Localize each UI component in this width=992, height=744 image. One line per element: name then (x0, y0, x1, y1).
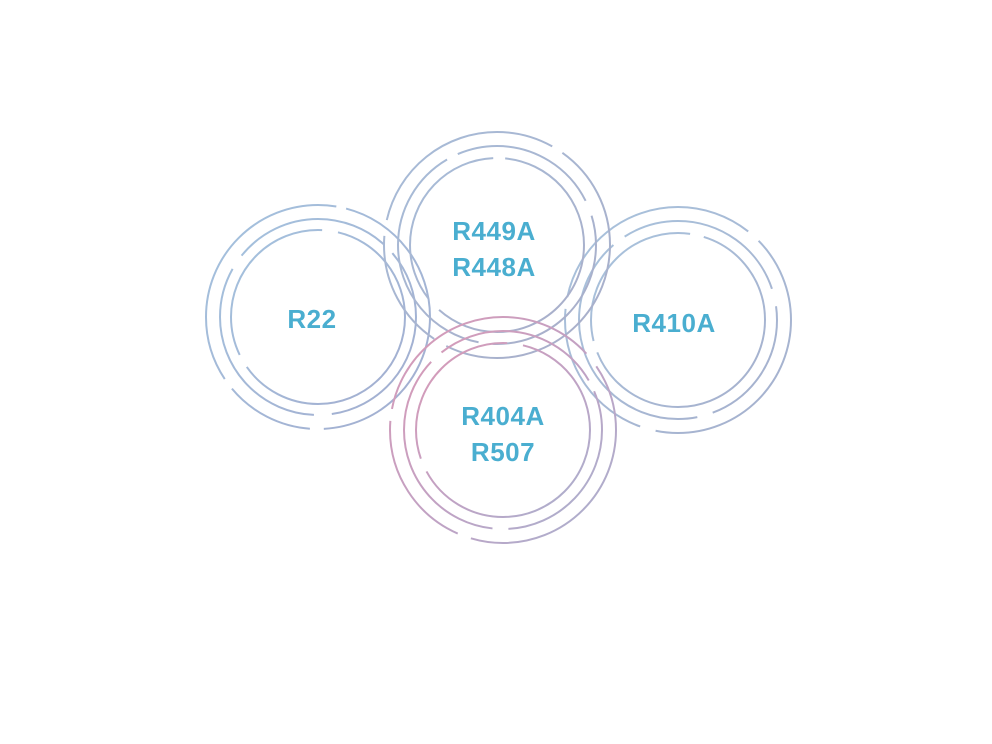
label-r507: R507 (471, 437, 535, 467)
ring-cluster-r404a-r507: R404A R507 (389, 316, 617, 544)
label-r22-line-1: R22 (287, 304, 336, 334)
ring-outer (564, 206, 792, 434)
label-r410a-line-1: R410A (632, 308, 715, 338)
label-r449a: R449A (452, 216, 535, 246)
label-r448a: R448A (452, 252, 535, 282)
ring-outer (383, 131, 611, 359)
ring-middle (578, 220, 778, 420)
ring-cluster-r449a-r448a: R449A R448A (383, 131, 611, 359)
ring-middle (219, 218, 417, 416)
ring-cluster-r22: R22 (205, 204, 431, 430)
ring-inner (230, 229, 406, 405)
label-r404a: R404A (461, 401, 544, 431)
ring-middle (403, 330, 603, 530)
ring-inner (415, 342, 591, 518)
ring-inner (590, 232, 766, 408)
ring-cluster-r410a: R410A (564, 206, 792, 434)
ring-outer (389, 316, 617, 544)
